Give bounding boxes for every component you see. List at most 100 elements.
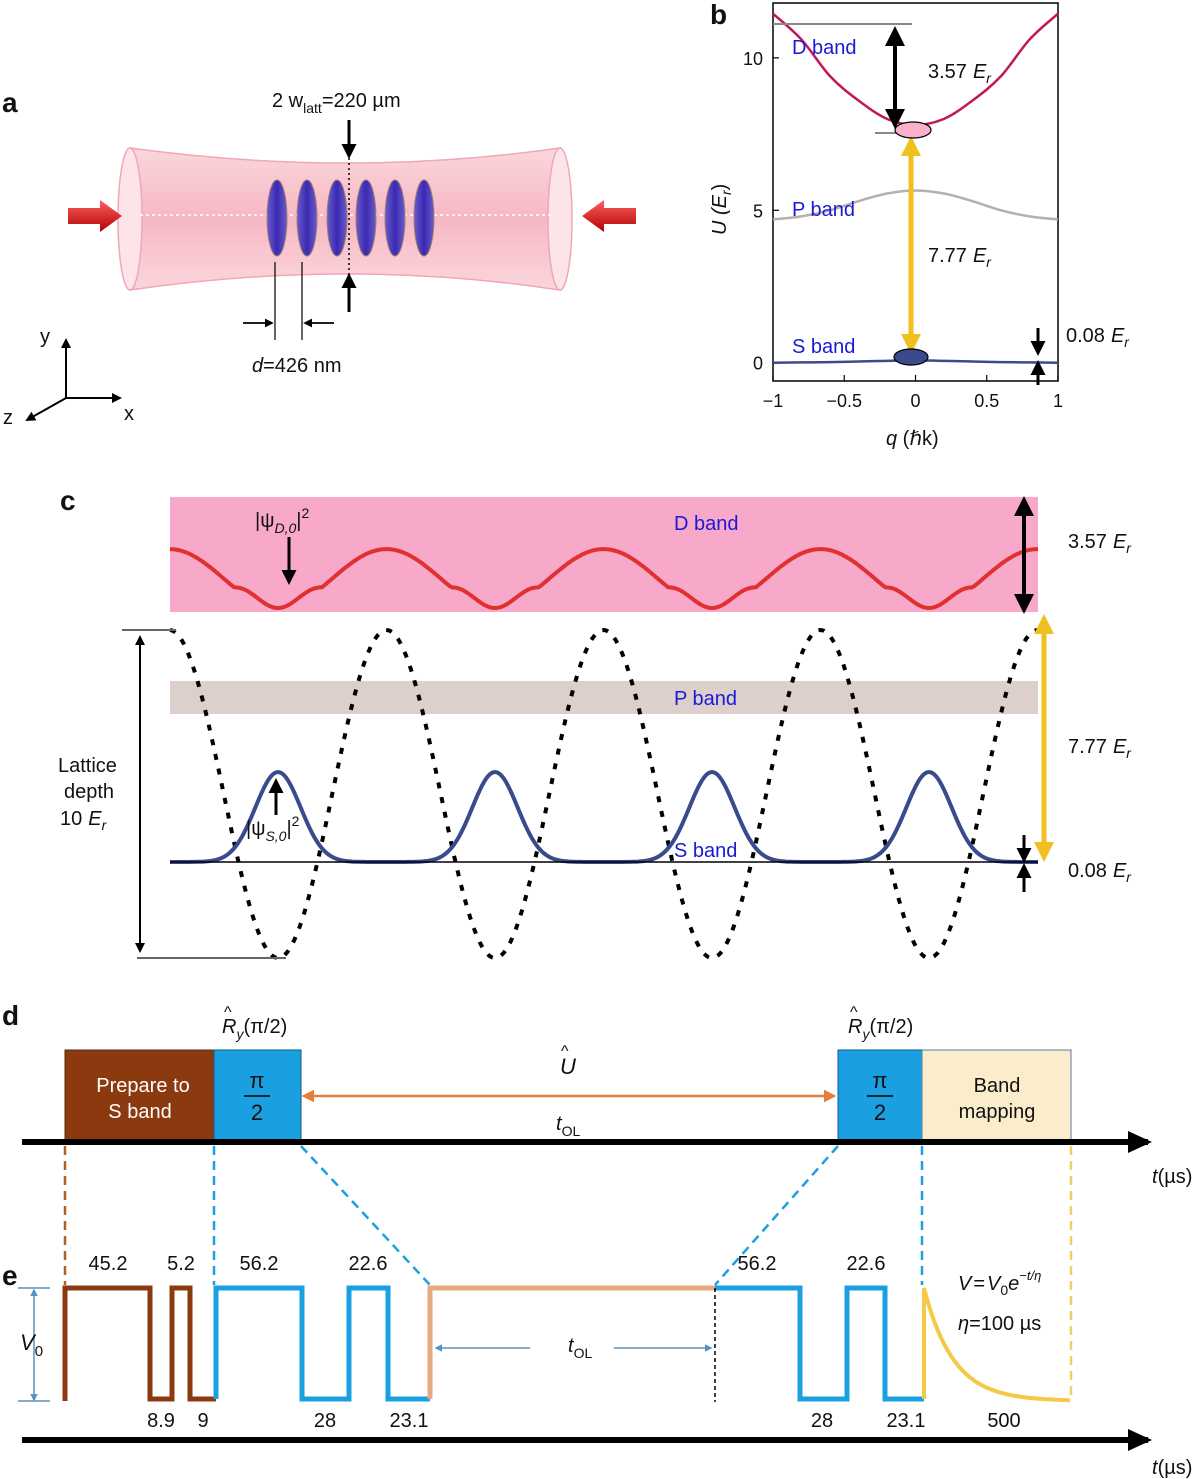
rotation-hat-2: ^ (850, 1004, 858, 1021)
panel-d: d Prepare to S band π 2 π 2 Band mapping… (2, 1000, 1192, 1400)
panel-a-letter: a (2, 87, 18, 118)
dur-top-1: 45.2 (89, 1253, 128, 1275)
panel-e-letter: e (2, 1260, 18, 1291)
panel-b-letter: b (710, 0, 727, 30)
beam-waist-label: 2 wlatt=220 µm (272, 90, 401, 116)
pi2-pulse-train-2 (715, 1285, 924, 1402)
band-mapping-block (921, 1049, 1072, 1142)
panel-a: a 2 wlatt=220 µm d=426 nm (2, 87, 636, 429)
dur-top-6: 22.6 (847, 1253, 886, 1275)
x-tick-label: 1 (1053, 391, 1063, 411)
d-band-population (894, 121, 932, 139)
axis-y-label: y (40, 326, 50, 348)
panel-c-letter: c (60, 485, 76, 516)
atom-disk (296, 179, 318, 257)
rotation-label-2: Ry(π/2) (848, 1016, 913, 1042)
axis-x-label: x (124, 403, 134, 425)
p-band-label: P band (792, 199, 855, 221)
x-tick-label: −0.5 (826, 391, 862, 411)
panel-e: e V0 tOL 45.2 5.2 56.2 22.6 56.2 22.6 8.… (2, 1253, 1192, 1479)
x-axis-label: q (ℏk) (886, 428, 939, 450)
dur-bottom-1: 8.9 (147, 1410, 175, 1432)
s-band-wavefunction (170, 769, 1038, 864)
evolution-operator-hat: ^ (561, 1043, 569, 1060)
c-s-band-label: S band (674, 840, 737, 862)
y-tick-label: 5 (753, 201, 763, 221)
pi2-denominator-2: 2 (874, 1100, 886, 1125)
atom-disks (266, 179, 435, 257)
beam-arrow-right (582, 200, 636, 232)
connector-pulse1-right (300, 1145, 431, 1286)
dur-bottom-6: 23.1 (887, 1410, 926, 1432)
dur-top-4: 22.6 (349, 1253, 388, 1275)
prepare-block (64, 1049, 215, 1142)
beam-left-end (117, 147, 143, 291)
panel-c: c D band P band S band |ψD,0|2 |ψS,0|2 L… (58, 485, 1132, 961)
c-p-band-label: P band (674, 688, 737, 710)
dur-bottom-2: 9 (197, 1410, 208, 1432)
axis-z-label: z (3, 407, 13, 429)
x-tick-label: 0.5 (974, 391, 999, 411)
psi-s-label: |ψS,0|2 (246, 813, 300, 844)
pi2-numerator-1: π (249, 1068, 264, 1093)
evolution-operator-label: U (560, 1054, 576, 1079)
band-mapping-decay (922, 1287, 1070, 1403)
dur-bottom-3: 28 (314, 1410, 336, 1432)
d-band-label: D band (792, 37, 857, 59)
dur-bottom-4: 23.1 (390, 1410, 429, 1432)
atom-disk (355, 179, 377, 257)
atom-disk (326, 179, 348, 257)
band-mapping-line2: mapping (959, 1101, 1036, 1123)
time-axis-e-head (1128, 1429, 1152, 1451)
depth-label-line2: depth (64, 781, 114, 803)
lattice-potential (169, 627, 1039, 961)
t-ol-label-e: tOL (568, 1335, 592, 1361)
x-tick-label: −1 (763, 391, 784, 411)
beam-right-end (547, 147, 573, 291)
connector-pulse2-left (714, 1145, 839, 1286)
coordinate-axes: y z x (3, 326, 134, 429)
dur-top-5: 56.2 (738, 1253, 777, 1275)
s-band-population (893, 348, 929, 366)
time-axis-d-label: t(µs) (1152, 1166, 1192, 1188)
atom-disk (384, 179, 406, 257)
pi2-pulse-train-1 (213, 1285, 430, 1402)
x-tick-label: 0 (910, 391, 920, 411)
prepare-pulse-train (62, 1285, 216, 1402)
band-curves (772, 12, 1059, 364)
t-ol-label-d: tOL (556, 1113, 580, 1139)
time-axis-e-label: t(µs) (1152, 1457, 1192, 1479)
atom-disk (266, 179, 288, 257)
depth-label-line1: Lattice (58, 755, 117, 777)
eta-label: η=100 µs (958, 1313, 1041, 1335)
panel-d-letter: d (2, 1000, 19, 1031)
prepare-label-line2: S band (108, 1101, 171, 1123)
v0-label: V0 (20, 1330, 43, 1360)
dur-top-2: 5.2 (167, 1253, 195, 1275)
d-band-region (170, 497, 1038, 612)
y-tick-label: 10 (743, 49, 763, 69)
s-band-label: S band (792, 336, 855, 358)
free-evolution-level (427, 1285, 715, 1399)
prepare-label-line1: Prepare to (96, 1075, 189, 1097)
psi-d-label: |ψD,0|2 (255, 505, 309, 536)
rotation-hat-1: ^ (224, 1004, 232, 1021)
dur-bottom-5: 28 (811, 1410, 833, 1432)
atom-disk (413, 179, 435, 257)
dur-top-3: 56.2 (240, 1253, 279, 1275)
rotation-label-1: Ry(π/2) (222, 1016, 287, 1042)
band-curve-d-band (772, 12, 1059, 127)
time-axis-d-head (1128, 1131, 1152, 1153)
dur-bottom-7: 500 (987, 1410, 1020, 1432)
spacing-label: d=426 nm (252, 355, 342, 377)
decay-formula: V=V0e−t/η (958, 1268, 1041, 1298)
d-band-wavefunction (169, 547, 1038, 611)
pi2-denominator-1: 2 (251, 1100, 263, 1125)
